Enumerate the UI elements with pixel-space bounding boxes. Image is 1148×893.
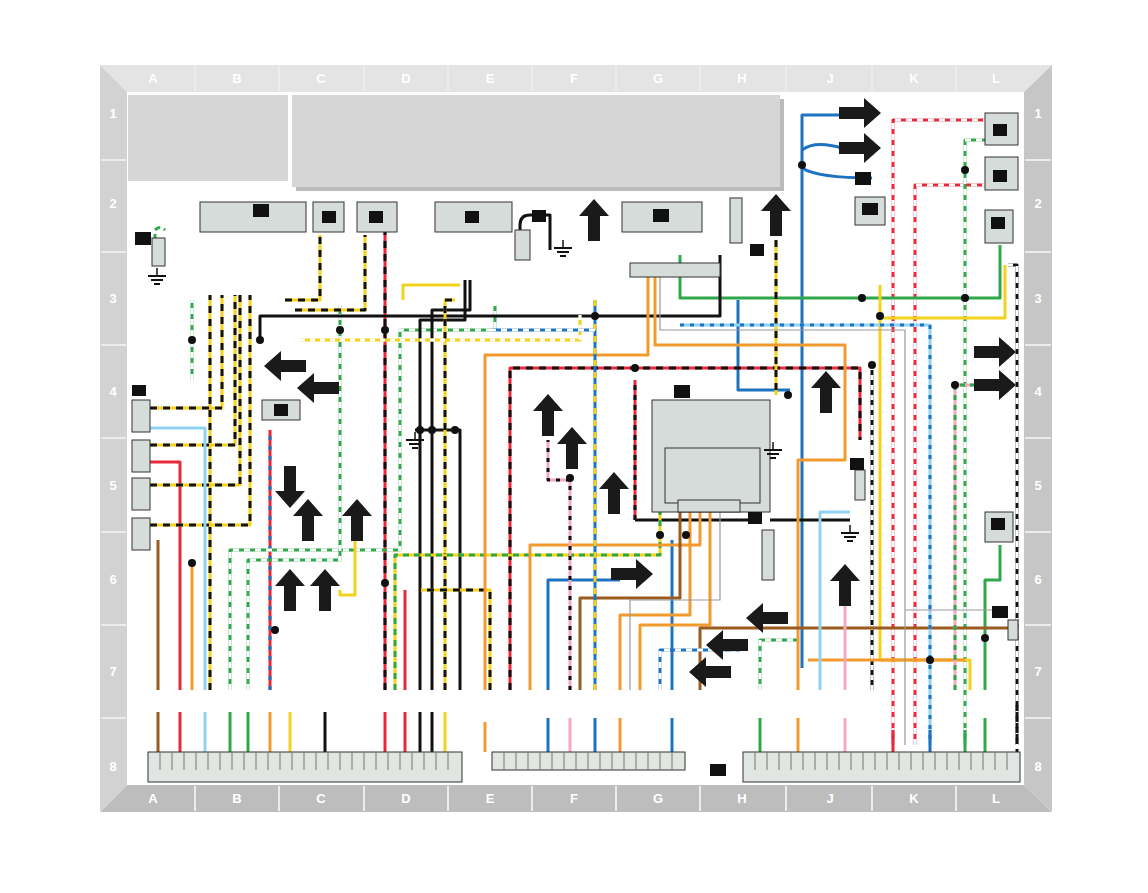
grid-letter: A	[148, 792, 157, 805]
grid-letter: E	[486, 72, 495, 85]
grid-number: 3	[1034, 292, 1041, 305]
grid-letter: J	[826, 792, 833, 805]
grid-letter: C	[316, 792, 325, 805]
grid-number: 8	[1034, 760, 1041, 773]
grid-number: 2	[1034, 197, 1041, 210]
grid-number: 7	[1034, 665, 1041, 678]
grid-letter: E	[486, 792, 495, 805]
grid-number: 1	[109, 107, 116, 120]
grid-letter: D	[401, 792, 410, 805]
grid-letter: B	[232, 792, 241, 805]
grid-number: 3	[109, 292, 116, 305]
grid-letter: L	[992, 72, 1000, 85]
grid-letter: F	[570, 72, 578, 85]
grid-number: 6	[1034, 573, 1041, 586]
grid-letter: K	[909, 72, 918, 85]
grid-letter: G	[653, 792, 663, 805]
grid-number: 7	[109, 665, 116, 678]
grid-letter: K	[909, 792, 918, 805]
grid-letter: D	[401, 72, 410, 85]
grid-number: 2	[109, 197, 116, 210]
grid-letter: C	[316, 72, 325, 85]
grid-letter: G	[653, 72, 663, 85]
grid-number: 6	[109, 573, 116, 586]
grid-letter: F	[570, 792, 578, 805]
grid-number: 4	[1034, 385, 1041, 398]
grid-letter: H	[737, 72, 746, 85]
grid-letter: L	[992, 792, 1000, 805]
grid-number: 4	[109, 385, 116, 398]
grid-number: 5	[1034, 479, 1041, 492]
grid-letter: B	[232, 72, 241, 85]
grid-number: 1	[1034, 107, 1041, 120]
grid-letter: A	[148, 72, 157, 85]
grid-letter: H	[737, 792, 746, 805]
grid-number: 8	[109, 760, 116, 773]
grid-letter: J	[826, 72, 833, 85]
grid-number: 5	[109, 479, 116, 492]
